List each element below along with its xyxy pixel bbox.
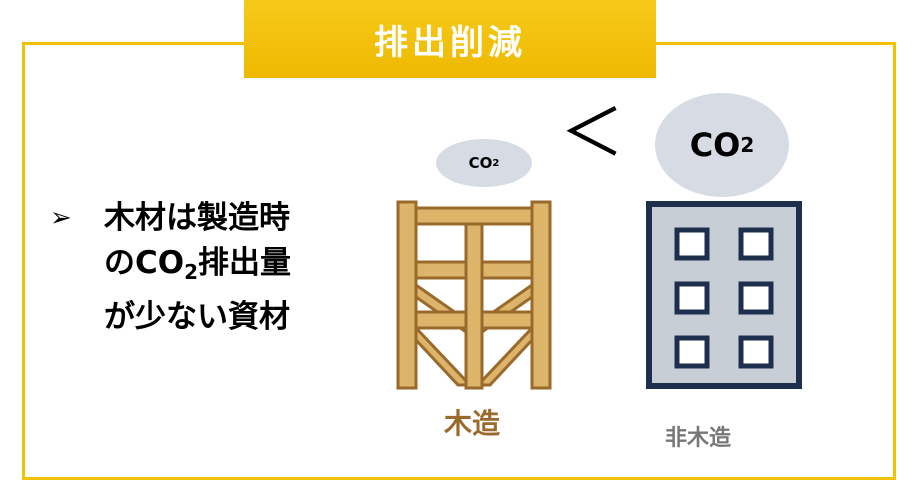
title-banner: 排出削減 (244, 0, 656, 78)
non-wood-label: 非木造 (665, 426, 732, 451)
bullet-line-2: のCO2排出量 (104, 245, 292, 284)
bullet-text: 木材は製造時 のCO2排出量 が少ない資材 (104, 196, 374, 340)
bullet-line-1: 木材は製造時 (104, 200, 290, 236)
concrete-building-icon (646, 201, 802, 389)
wood-label: 木造 (444, 407, 501, 440)
wooden-frame-icon (396, 200, 552, 390)
less-than-symbol: ＜ (560, 97, 624, 171)
bullet-line-3: が少ない資材 (104, 299, 290, 335)
bullet-arrow-icon: ➢ (50, 203, 72, 233)
